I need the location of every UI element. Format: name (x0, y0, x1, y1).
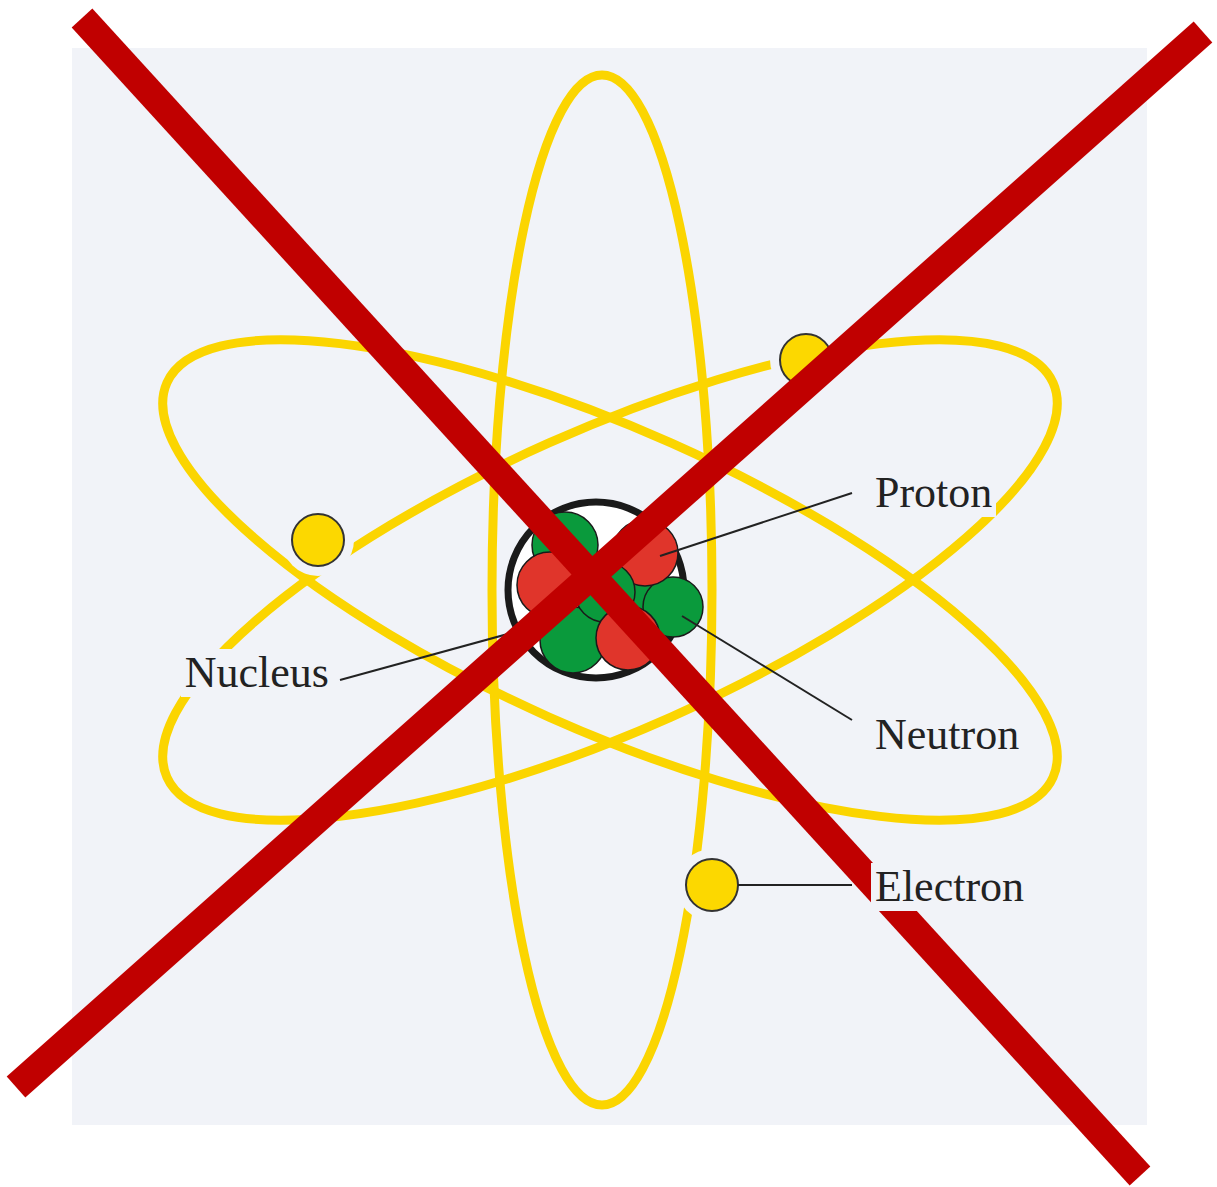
part-label: Neutron (871, 711, 1023, 759)
electron-dot (292, 514, 344, 566)
part-label: Proton (871, 469, 996, 517)
part-label: Electron (871, 863, 1028, 911)
cross-out-mark (16, 18, 1203, 1176)
leader-lines (340, 493, 852, 885)
electron-dot (686, 859, 738, 911)
cross-stroke (82, 18, 1140, 1176)
leader-line (738, 884, 852, 886)
part-label: Nucleus (181, 649, 333, 697)
cross-stroke (16, 32, 1203, 1087)
